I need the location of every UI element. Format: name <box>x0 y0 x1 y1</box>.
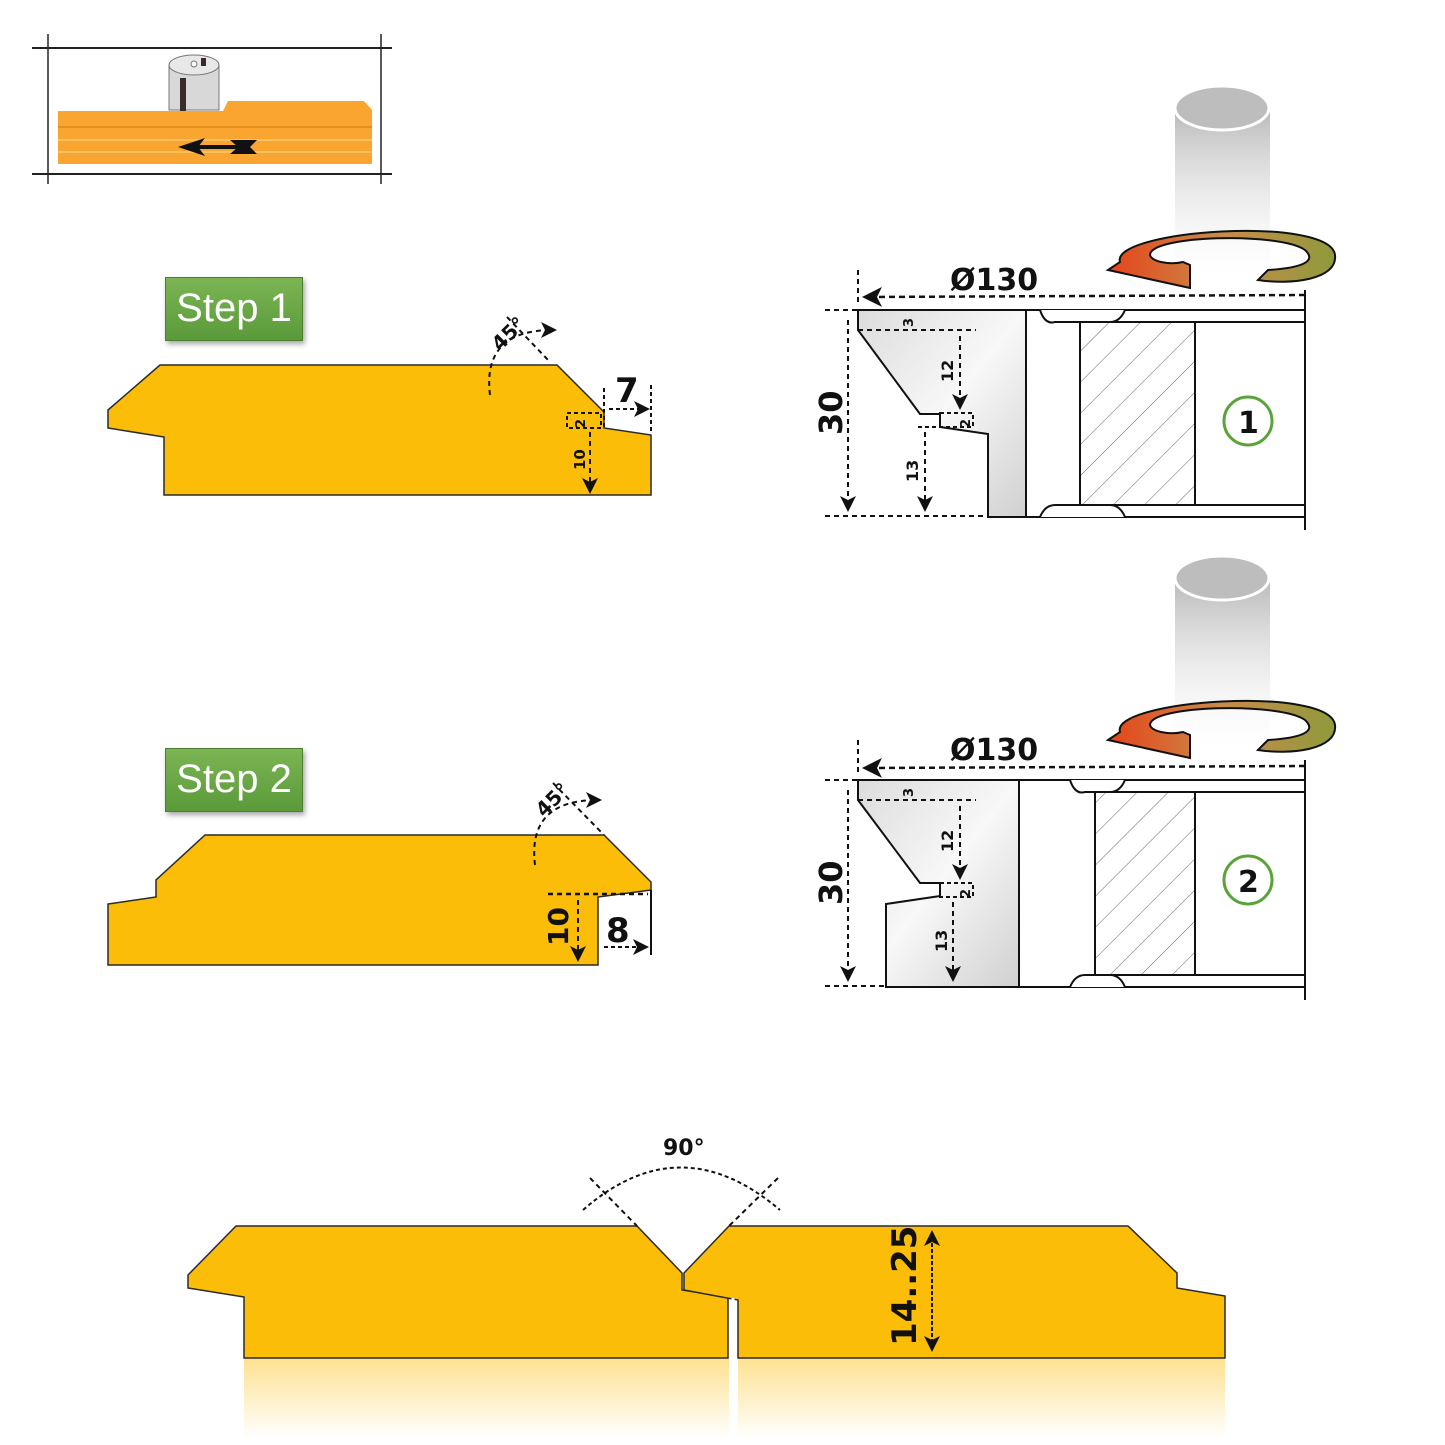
spindle-icon <box>1173 554 1271 748</box>
step1-width-dim: 7 <box>615 371 639 411</box>
cutter1-dim-top: 3 <box>902 318 917 327</box>
feed-direction-arrow-icon <box>178 138 257 156</box>
cutter2-diameter: Ø130 <box>950 733 1038 768</box>
cutter2-section <box>825 554 1337 1000</box>
joint-thickness-label: 14..25 <box>885 1226 925 1346</box>
cutter1-dim-bevel: 12 <box>938 360 957 382</box>
cutter1-height: 30 <box>812 390 850 435</box>
assembled-joint <box>187 1166 1226 1438</box>
cutter2-height: 30 <box>812 860 850 905</box>
spindle-icon <box>1173 84 1271 278</box>
rotation-arrow-icon <box>1105 699 1337 760</box>
step1-small-dim: 2 <box>574 419 589 428</box>
step2-badge: Step 2 <box>165 748 303 812</box>
cutter1-diameter: Ø130 <box>950 263 1038 298</box>
step2-angle-label: 45° <box>531 778 575 822</box>
cutter1-dim-step: 2 <box>959 419 974 428</box>
rotation-arrow-icon <box>1105 229 1337 290</box>
cutter-number-circle <box>1222 395 1274 447</box>
step2-height-dim: 10 <box>542 907 575 946</box>
joint-angle-label: 90° <box>663 1136 705 1161</box>
step1-height-dim: 10 <box>571 449 589 470</box>
cutter2-dim-top: 3 <box>902 788 917 797</box>
cutter2-dim-bottom: 13 <box>932 930 951 952</box>
process-icon <box>32 34 392 184</box>
router-bit-icon <box>168 54 220 111</box>
cutter2-dim-bevel: 12 <box>938 830 957 852</box>
cutter1-dim-bottom: 13 <box>903 460 922 482</box>
cutter-number-circle <box>1222 854 1274 906</box>
step2-width-dim: 8 <box>606 911 630 951</box>
cutter2-number: 2 <box>1238 865 1259 900</box>
step2-profile <box>107 782 652 966</box>
cutter2-dim-step: 2 <box>959 889 974 898</box>
step1-angle-label: 45° <box>487 312 531 356</box>
cutter1-number: 1 <box>1238 406 1259 441</box>
step1-badge: Step 1 <box>165 277 303 341</box>
cutter1-section <box>825 84 1337 530</box>
step1-profile <box>107 316 652 496</box>
